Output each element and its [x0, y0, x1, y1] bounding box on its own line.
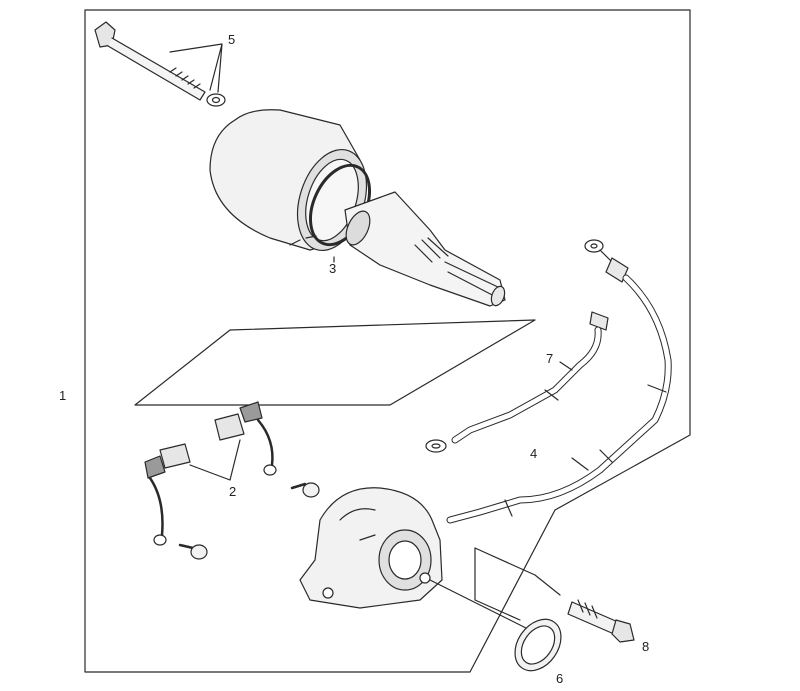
callout-2-leader [189, 439, 241, 481]
callout-8: 8 [642, 639, 650, 654]
main-cable [446, 239, 672, 524]
callout-2: 2 [229, 484, 237, 499]
assembly-guide-box [134, 319, 536, 406]
brush-assembly-left [144, 443, 191, 546]
callout-1: 1 [59, 388, 67, 403]
callout-4: 4 [530, 446, 538, 461]
thrust-washer [514, 618, 562, 672]
armature-shaft [344, 191, 506, 307]
mount-bolt [567, 599, 635, 643]
secondary-wire [425, 311, 609, 453]
callout-6: 6 [556, 671, 564, 686]
callout-5: 5 [228, 32, 236, 47]
front-cover [299, 487, 443, 609]
callout-3: 3 [329, 261, 337, 276]
brush-assembly-right [214, 401, 277, 476]
callout-5-leader [169, 43, 223, 93]
brush-screw-lower [178, 543, 208, 560]
through-bolt [94, 21, 206, 101]
shaft-alignment-line [429, 579, 531, 631]
assembly-frame [84, 9, 691, 673]
callout-7: 7 [546, 351, 554, 366]
brush-screw-upper [290, 482, 320, 498]
mount-guide-box [474, 547, 561, 621]
